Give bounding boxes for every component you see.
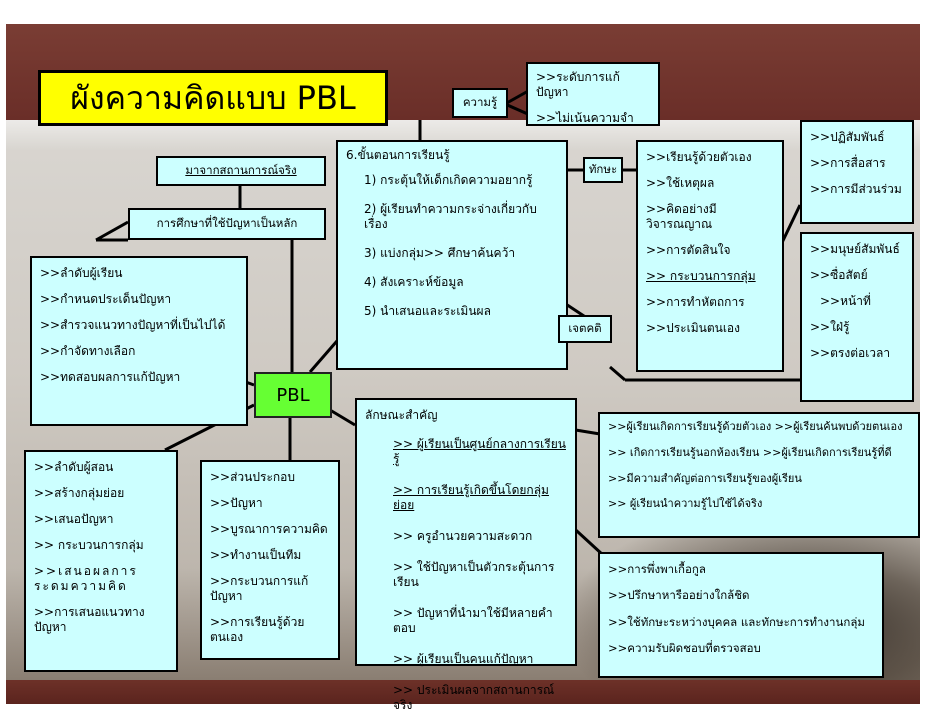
- key-features-item: >> ผู้เรียนเป็นคนแก้ปัญหา: [393, 652, 534, 666]
- teacher-order-item: >>สร้างกลุ่มย่อย: [34, 486, 125, 500]
- learning-steps-box: 6.ขั้นตอนการเรียนรู้ 1) กระตุ้นให้เด็กเก…: [336, 140, 568, 370]
- real-situation-label: มาจากสถานการณ์จริง: [185, 163, 297, 177]
- group-process-item: >>การสื่อสาร: [810, 156, 886, 170]
- knowledge-box: >>ระดับการแก้ปัญหา >>ไม่เน้นความจำ: [526, 62, 660, 126]
- connector-line: [504, 88, 531, 106]
- components-item: >>กระบวนการแก้ปัญหา: [210, 574, 309, 603]
- key-features-item: >> ผู้เรียนเป็นศูนย์กลางการเรียนรู้: [393, 437, 567, 467]
- teacher-order-item: >>การเสนอแนวทางปัญหา: [34, 605, 145, 634]
- group-process-item: >>ปฏิสัมพันธ์: [810, 130, 885, 144]
- learning-step-item: 1) กระตุ้นให้เด็กเกิดความอยากรู้: [364, 173, 533, 187]
- learner-order-box: >>ลำดับผู้เรียน >>กำหนดประเด็นปัญหา >>สำ…: [30, 256, 248, 426]
- skills-item: >>เรียนรู้ด้วยตัวเอง: [646, 150, 752, 164]
- learning-step-item: 2) ผู้เรียนทำความกระจ่างเกี่ยวกับเรื่อง: [364, 202, 537, 231]
- skills-item: >>การตัดสินใจ: [646, 243, 731, 257]
- learner-center-box: >>ผู้เรียนเกิดการเรียนรู้ด้วยตัวเอง >>ผู…: [598, 412, 920, 538]
- teacher-order-box: >>ลำดับผู้สอน >>สร้างกลุ่มย่อย >>เสนอปัญ…: [24, 450, 178, 672]
- attitude-item: >>มนุษย์สัมพันธ์: [810, 242, 900, 256]
- skills-item: >>คิดอย่างมีวิจารณญาณ: [646, 202, 717, 231]
- small-group-item: >>การพึ่งพาเกื้อกูล: [608, 562, 706, 576]
- attitude-item: >>ใฝ่รู้: [810, 320, 850, 334]
- key-features-item: >> การเรียนรู้เกิดขึ้นโดยกลุ่มย่อย: [393, 483, 567, 513]
- learner-order-item: >>ทดสอบผลการแก้ปัญหา: [40, 370, 181, 384]
- pbl-center-node: PBL: [254, 372, 332, 418]
- skills-item: >>ประเมินตนเอง: [646, 321, 740, 335]
- teacher-order-item: >>ลำดับผู้สอน: [34, 460, 114, 474]
- attitude-item: >>หน้าที่: [820, 294, 871, 308]
- problem-based-box: การศึกษาที่ใช้ปัญหาเป็นหลัก: [128, 208, 326, 240]
- group-process-box: >>ปฏิสัมพันธ์ >>การสื่อสาร >>การมีส่วนร่…: [800, 120, 914, 224]
- teacher-order-item: >>เสนอผลการระดมความคิด: [34, 564, 138, 593]
- learner-center-item: >> เกิดการเรียนรู้นอกห้องเรียน >>ผู้เรีย…: [608, 445, 892, 459]
- components-item: >>ปัญหา: [210, 496, 263, 510]
- background-top: [0, 0, 926, 24]
- learner-order-item: >>ลำดับผู้เรียน: [40, 266, 123, 280]
- learner-center-item: >> ผู้เรียนนำความรู้ไปใช้ได้จริง: [608, 497, 763, 511]
- feature-learner-center: >> ผู้เรียนเป็นศูนย์กลางการเรียนรู้: [393, 437, 566, 466]
- teacher-order-item: >>เสนอปัญหา: [34, 512, 114, 526]
- key-features-item: >> ประเมินผลจากสถานการณ์จริง: [393, 683, 555, 712]
- key-features-item: >> ครูอำนวยความสะดวก: [393, 529, 533, 543]
- learning-step-item: 4) สังเคราะห์ข้อมูล: [364, 275, 464, 289]
- key-features-item: >> ใช้ปัญหาเป็นตัวกระตุ้นการเรียน: [393, 560, 555, 589]
- teacher-order-item: >> กระบวนการกลุ่ม: [34, 538, 144, 552]
- key-features-box: ลักษณะสำคัญ >> ผู้เรียนเป็นศูนย์กลางการเ…: [355, 398, 577, 712]
- small-group-item: >>ใช้ทักษะระหว่างบุคคล และทักษะการทำงานก…: [608, 614, 865, 629]
- attitude-box: >>มนุษย์สัมพันธ์ >>ซื่อสัตย์ >>หน้าที่ >…: [800, 232, 914, 402]
- learning-steps-heading: 6.ขั้นตอนการเรียนรู้: [346, 148, 450, 162]
- group-process-item: >>การมีส่วนร่วม: [810, 182, 902, 196]
- learner-order-item: >>กำหนดประเด็นปัญหา: [40, 292, 172, 306]
- components-item: >>การเรียนรู้ด้วยตนเอง: [210, 615, 305, 644]
- learner-order-item: >>สำรวจแนวทางปัญหาที่เป็นไปได้: [40, 318, 226, 332]
- attitude-item: >>ตรงต่อเวลา: [810, 346, 891, 360]
- small-group-box: >>การพึ่งพาเกื้อกูล >>ปรึกษาหารืออย่างใก…: [598, 552, 884, 678]
- key-features-heading: ลักษณะสำคัญ: [365, 408, 438, 422]
- real-situation-box: มาจากสถานการณ์จริง: [156, 156, 326, 186]
- connector-line: [95, 220, 129, 242]
- feature-small-group: >> การเรียนรู้เกิดขึ้นโดยกลุ่มย่อย: [393, 483, 549, 512]
- components-box: >>ส่วนประกอบ >>ปัญหา >>บูรณาการความคิด >…: [200, 460, 340, 660]
- learning-step-item: 3) แบ่งกลุ่ม>> ศึกษาค้นคว้า: [364, 246, 516, 260]
- knowledge-item: >>ไม่เน้นความจำ: [536, 111, 634, 125]
- skills-item-group-process: >> กระบวนการกลุ่ม: [646, 269, 756, 283]
- small-group-item: >>ความรับผิดชอบที่ตรวจสอบ: [608, 641, 761, 656]
- background-bottom-band: [6, 680, 920, 704]
- small-group-item: >>ปรึกษาหารืออย่างใกล้ชิด: [608, 588, 750, 603]
- connector-line: [329, 408, 356, 427]
- knowledge-item: >>ระดับการแก้ปัญหา: [536, 70, 620, 99]
- components-item: >>บูรณาการความคิด: [210, 522, 328, 536]
- skills-item: >>การทำหัตถการ: [646, 295, 745, 309]
- connector-line: [504, 102, 531, 117]
- knowledge-label: ความรู้: [452, 88, 508, 118]
- skills-label: ทักษะ: [583, 157, 623, 183]
- learner-center-item: >>ผู้เรียนเกิดการเรียนรู้ด้วยตัวเอง >>ผู…: [608, 420, 903, 433]
- attitude-label: เจตคติ: [558, 315, 612, 343]
- learning-step-item: 5) นำเสนอและระเมินผล: [364, 304, 491, 318]
- skills-box: >>เรียนรู้ด้วยตัวเอง >>ใช้เหตุผล >>คิดอย…: [636, 140, 784, 372]
- page-title: ผังความคิดแบบ PBL: [38, 70, 388, 126]
- components-item: >>ทำงานเป็นทีม: [210, 548, 302, 562]
- learner-center-item: >>มีความสำคัญต่อการเรียนรู้ของผู้เรียน: [608, 471, 802, 485]
- components-item: >>ส่วนประกอบ: [210, 470, 295, 484]
- learner-order-item: >>กำจัดทางเลือก: [40, 344, 136, 358]
- skills-item: >>ใช้เหตุผล: [646, 176, 715, 190]
- key-features-item: >> ปัญหาที่นำมาใช้มีหลายคำตอบ: [393, 606, 553, 635]
- connector-line: [609, 365, 626, 382]
- attitude-item: >>ซื่อสัตย์: [810, 268, 868, 282]
